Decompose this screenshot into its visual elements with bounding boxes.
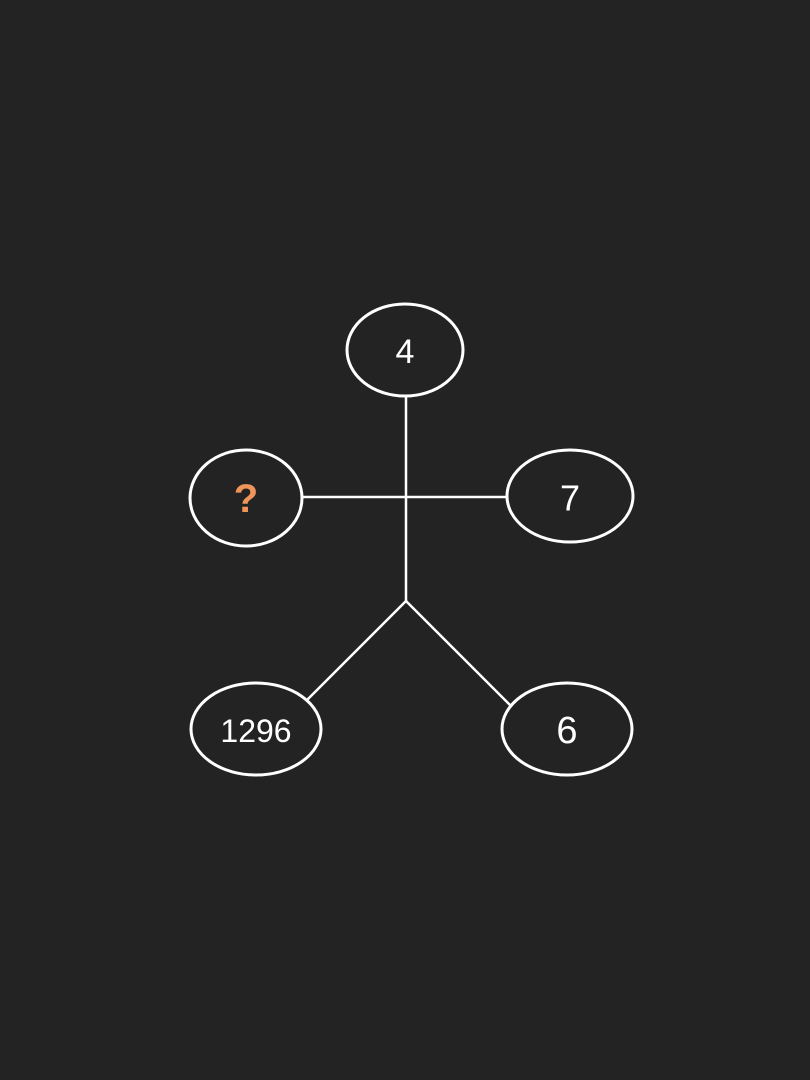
node-right-value: 7: [560, 478, 580, 519]
node-left-ellipse: [188, 448, 304, 548]
leg-right-connector: [404, 599, 512, 707]
node-right-ellipse: [505, 448, 635, 544]
node-top: 4: [345, 302, 465, 398]
node-bottom-right: 6: [500, 681, 634, 777]
node-left: ?: [188, 448, 304, 548]
node-bottom-left-value: 1296: [220, 713, 291, 749]
node-top-ellipse: [345, 302, 465, 398]
node-left-value: ?: [234, 477, 258, 521]
node-top-value: 4: [396, 333, 415, 371]
node-bottom-left: 1296: [189, 681, 323, 777]
node-bottom-right-value: 6: [556, 710, 577, 752]
leg-left-connector: [305, 599, 408, 702]
node-right: 7: [505, 448, 635, 544]
node-bottom-right-ellipse: [500, 681, 634, 777]
node-bottom-left-ellipse: [189, 681, 323, 777]
